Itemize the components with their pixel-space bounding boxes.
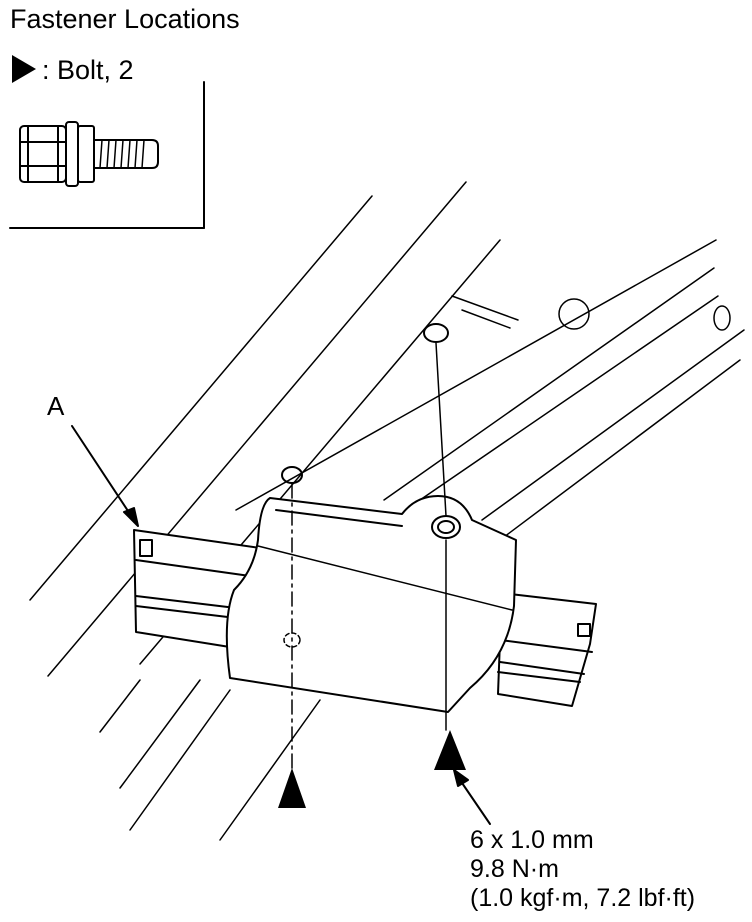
floor-panel-lines xyxy=(29,181,745,841)
bolt-size-text: 6 x 1.0 mm xyxy=(470,826,594,854)
torque-spec: 6 x 1.0 mm 9.8 N·m (1.0 kgf·m, 7.2 lbf·f… xyxy=(470,826,695,913)
torque-spec-leader xyxy=(453,769,491,825)
torque-alt-text: (1.0 kgf·m, 7.2 lbf·ft) xyxy=(470,884,696,912)
bolt-marker-left-icon xyxy=(278,768,306,808)
bolt-marker-right-icon xyxy=(434,730,466,770)
bolt-guide-lines xyxy=(283,342,447,771)
filled-triangle-marker-icon xyxy=(12,55,36,83)
bolt-icon xyxy=(19,121,159,187)
legend-box-border xyxy=(9,81,205,229)
bracket xyxy=(225,495,517,713)
torque-nm-text: 9.8 N·m xyxy=(470,855,559,883)
callout-a-leader xyxy=(71,425,139,527)
callout-label-a: A xyxy=(47,391,65,421)
upper-mounting-hole xyxy=(423,323,449,343)
lower-mounting-hole xyxy=(281,466,303,484)
page-title: Fastener Locations xyxy=(10,4,240,34)
legend-text: : Bolt, 2 xyxy=(42,55,134,85)
